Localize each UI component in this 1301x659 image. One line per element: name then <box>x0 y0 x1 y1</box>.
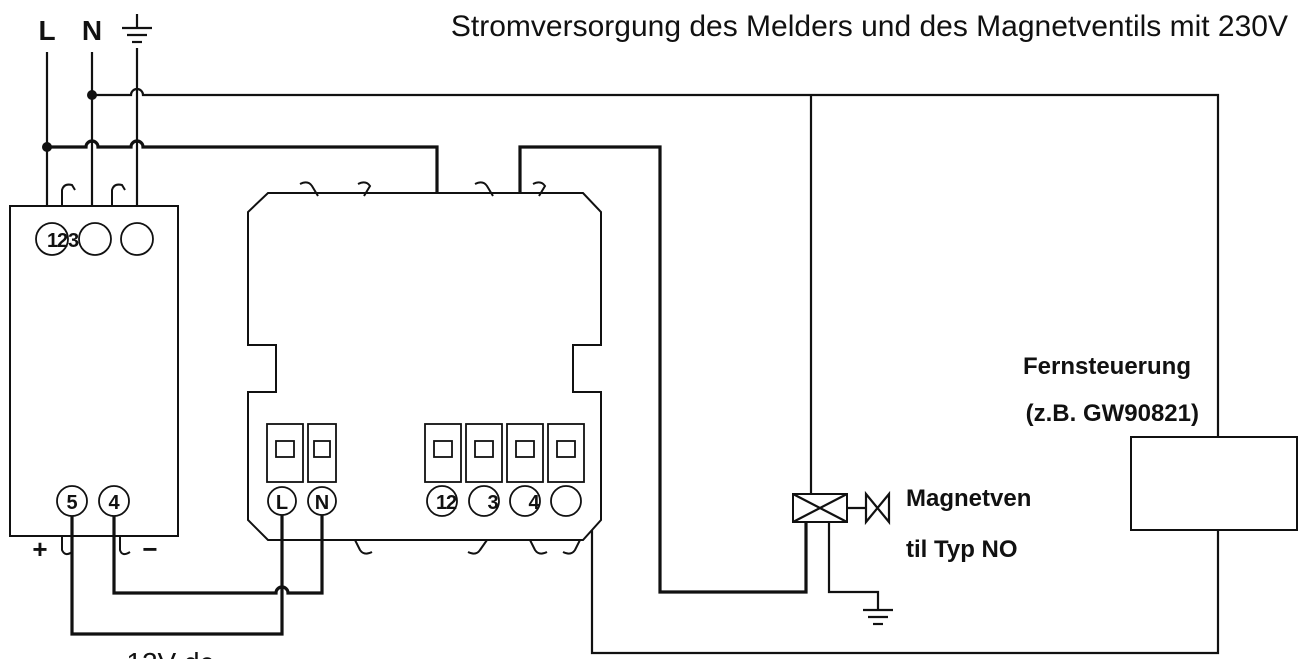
detector-terminal-label-n: N <box>315 492 329 514</box>
detector-relay-label-4: 4 <box>528 492 540 514</box>
detector-relay-terminal-3 <box>468 485 500 517</box>
psu-terminal-2 <box>78 222 112 256</box>
psu-terminal-label-1: 1 <box>47 230 58 252</box>
psu-terminal-label-4: 4 <box>108 492 120 514</box>
wire-remote-signal <box>566 450 1220 655</box>
detector-module: L N 1 2 3 4 <box>247 181 602 555</box>
diagram-title: Stromversorgung des Melders und des Magn… <box>451 10 1288 43</box>
detector-relay-terminal-5 <box>550 485 582 517</box>
dc-voltage-label: 12V dc <box>126 647 213 659</box>
psu-terminal-1 <box>35 222 69 256</box>
detector-relay-terminal-1 <box>426 485 458 517</box>
wire-dc-supply <box>70 515 324 636</box>
detector-relay-terminal-4 <box>509 485 541 517</box>
valve-label-line2: til Typ NO <box>906 536 1018 563</box>
remote-label-line2: (z.B. GW90821) <box>1026 400 1199 427</box>
wire-neutral-bus <box>87 87 1220 495</box>
psu-plus-label: + <box>32 534 47 564</box>
remote-label-line1: Fernsteuerung <box>1023 353 1191 380</box>
remote-control-box <box>1130 436 1298 531</box>
detector-relay-label-1: 1 <box>436 492 447 514</box>
valve-earth-icon <box>827 510 893 626</box>
detector-terminal-label-l: L <box>276 492 288 514</box>
psu-terminal-3 <box>120 222 154 256</box>
wire-live-bus <box>42 139 439 424</box>
power-supply-module: 1 2 3 5 4 + − <box>9 183 179 564</box>
psu-minus-label: − <box>142 534 157 564</box>
mains-l-label: L <box>38 15 55 46</box>
mains-n-label: N <box>82 15 102 46</box>
psu-terminal-label-2: 2 <box>57 230 68 252</box>
valve-label-line1: Magnetven <box>906 485 1031 512</box>
detector-relay-label-2: 2 <box>446 492 457 514</box>
detector-relay-label-3: 3 <box>487 492 498 514</box>
mains-earth-icon <box>122 14 152 44</box>
psu-terminal-label-5: 5 <box>66 492 77 514</box>
solenoid-valve-icon <box>792 490 891 526</box>
psu-terminal-label-3: 3 <box>68 230 79 252</box>
